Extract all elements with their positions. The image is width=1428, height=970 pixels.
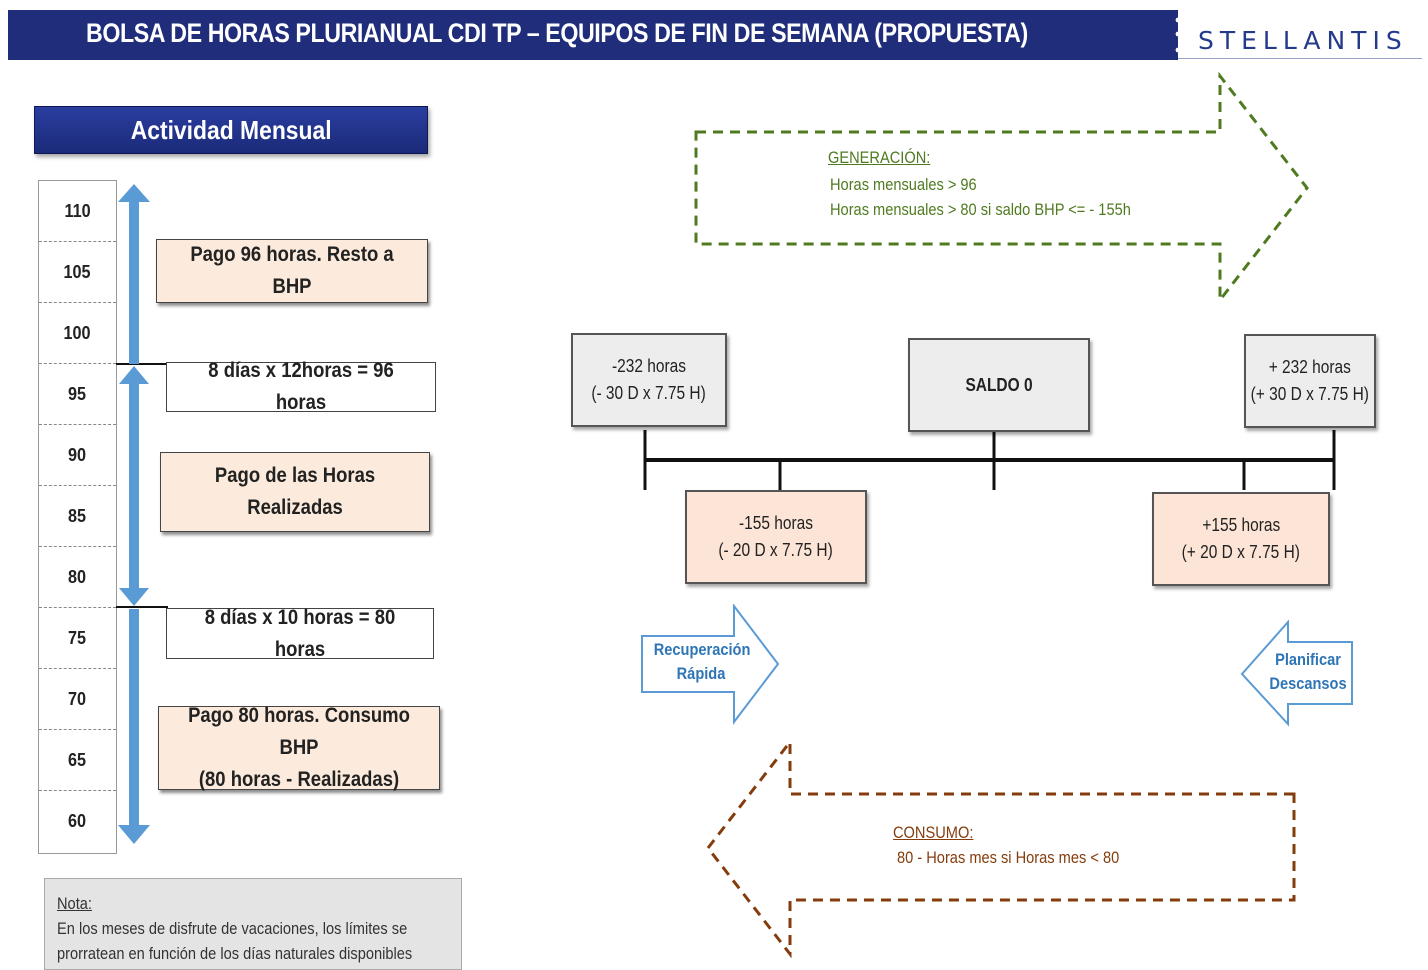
header-bar [8, 10, 1178, 60]
recuperacion-arrow-icon [641, 604, 780, 725]
timeline-axis [643, 430, 1336, 490]
logo-dots-icon [1175, 17, 1188, 53]
consumo-title: CONSUMO: [893, 823, 974, 842]
scale-cell: 100 [39, 303, 116, 364]
saldo-0-box: SALDO 0 [908, 338, 1090, 432]
planificar-arrow-icon [1240, 620, 1353, 727]
generation-line: Horas mensuales > 96 [830, 175, 977, 194]
pago-80-box: Pago 80 horas. Consumo BHP (80 horas - R… [158, 704, 440, 791]
page-title: BOLSA DE HORAS PLURIANUAL CDI TP – EQUIP… [86, 18, 1028, 48]
activity-arrows [116, 184, 168, 844]
dias-12-box: 8 días x 12horas = 96 horas [166, 359, 436, 414]
scale-cell: 105 [39, 242, 116, 303]
generation-line: Horas mensuales > 80 si saldo BHP <= - 1… [830, 200, 1131, 219]
note-line: prorratean en función de los días natura… [57, 944, 413, 963]
hours-scale: 110 105 100 95 90 85 80 75 70 65 60 [38, 180, 117, 854]
plus-155-box: +155 horas(+ 20 D x 7.75 H) [1152, 492, 1330, 586]
dias-10-box: 8 días x 10 horas = 80 horas [166, 606, 434, 661]
note-line: En los meses de disfrute de vacaciones, … [57, 919, 408, 938]
scale-cell: 85 [39, 486, 116, 547]
scale-cell: 60 [68, 811, 87, 831]
generation-arrow-icon [694, 71, 1309, 302]
stellantis-logo: STELLANTIS [1198, 26, 1408, 55]
scale-cell: 70 [39, 669, 116, 730]
activity-title: Actividad Mensual [34, 106, 428, 154]
note-box: Nota: En los meses de disfrute de vacaci… [44, 878, 462, 970]
scale-cell: 80 [39, 547, 116, 608]
scale-cell: 110 [39, 181, 116, 242]
minus-155-box: -155 horas(- 20 D x 7.75 H) [685, 490, 867, 584]
upper-double-arrow-icon [118, 184, 150, 364]
note-title: Nota: [57, 894, 92, 913]
generation-title: GENERACIÓN: [828, 148, 931, 167]
scale-cell: 90 [39, 425, 116, 486]
minus-232-box: -232 horas(- 30 D x 7.75 H) [571, 333, 727, 427]
scale-cell: 75 [39, 608, 116, 669]
lower-arrow-icon [118, 609, 150, 844]
consumo-arrow-icon [706, 738, 1296, 958]
consumo-line: 80 - Horas mes si Horas mes < 80 [897, 848, 1120, 867]
middle-double-arrow-icon [119, 366, 149, 606]
pago-96-box: Pago 96 horas. Resto a BHP [156, 239, 428, 303]
scale-cell: 65 [39, 730, 116, 791]
plus-232-box: + 232 horas(+ 30 D x 7.75 H) [1244, 334, 1376, 428]
scale-cell: 95 [39, 364, 116, 425]
header-divider [1178, 58, 1422, 59]
pago-realizadas-box: Pago de las Horas Realizadas [160, 452, 430, 532]
